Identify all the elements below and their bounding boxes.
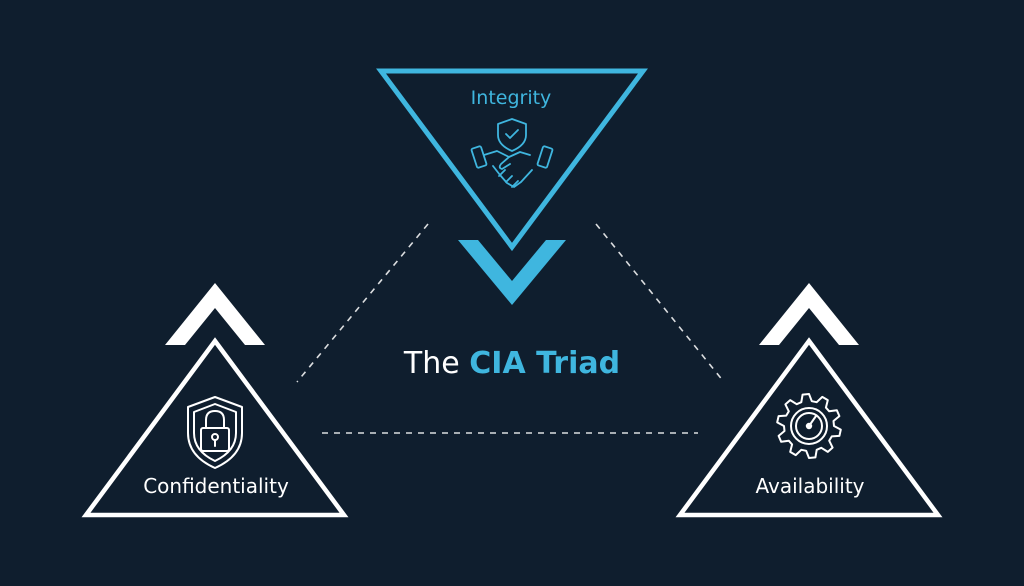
availability-triangle	[675, 337, 943, 518]
integrity-label: Integrity	[470, 87, 552, 109]
confidentiality-triangle	[81, 337, 349, 518]
confidentiality-node	[81, 283, 349, 518]
title-emphasis: CIA Triad	[469, 346, 621, 381]
integrity-triangle	[376, 68, 648, 252]
confidentiality-chevron	[165, 283, 265, 345]
shield-lock-icon	[187, 396, 243, 469]
diagram-title: The CIA Triad	[362, 346, 662, 381]
availability-node	[675, 283, 943, 518]
integrity-node	[376, 68, 648, 305]
connector-integrity-confidentiality	[296, 223, 429, 383]
availability-label: Availability	[755, 474, 865, 498]
handshake-shield-icon	[470, 118, 554, 188]
integrity-chevron	[458, 240, 566, 305]
availability-chevron	[759, 283, 859, 345]
title-prefix: The	[403, 346, 470, 381]
connector-integrity-availability	[595, 223, 725, 383]
gear-gauge-icon	[776, 393, 842, 459]
confidentiality-label: Confidentiality	[143, 474, 289, 498]
